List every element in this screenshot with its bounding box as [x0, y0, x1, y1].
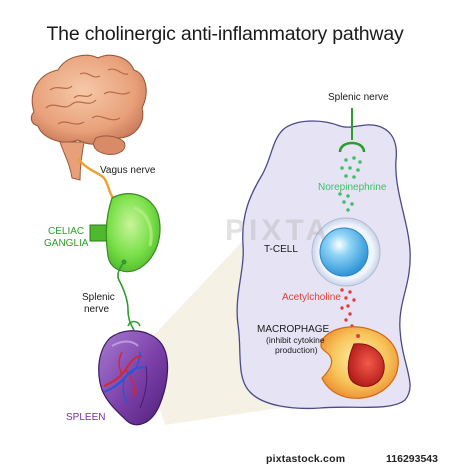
vagus-nerve-line	[77, 157, 119, 204]
celiac-label-line1: CELIAC	[48, 226, 84, 237]
norepinephrine-dots	[338, 156, 362, 212]
stock-logo: pixtastock.com	[266, 449, 346, 469]
macrophage-label-line3: production)	[275, 345, 318, 355]
t-cell-label: T-CELL	[264, 244, 298, 255]
celiac-ganglia	[89, 193, 161, 273]
splenic-nerve-left-label-line1: Splenic	[82, 292, 115, 303]
page-title: The cholinergic anti-inflammatory pathwa…	[46, 23, 404, 45]
image-id: 116293543	[386, 449, 438, 469]
spleen-nerve-ending-icon	[127, 320, 141, 327]
vagus-nerve-label: Vagus nerve	[100, 165, 156, 176]
brain	[30, 54, 147, 181]
celiac-label-line2: GANGLIA	[44, 238, 89, 249]
norepinephrine-label: Norepinephrine	[318, 182, 387, 193]
t-cell	[311, 217, 381, 287]
ganglia-synapse-icon	[121, 259, 127, 265]
splenic-nerve-left-label-line2: nerve	[84, 304, 109, 315]
macrophage	[320, 326, 399, 399]
watermark: PIXTA	[225, 214, 331, 247]
spleen	[98, 330, 169, 426]
macrophage-label-line2: (inhibit cytokine	[266, 335, 325, 345]
splenic-nerve-left-line	[117, 261, 135, 331]
splenic-nerve-terminal	[338, 108, 366, 153]
splenic-nerve-right-label: Splenic nerve	[328, 92, 389, 103]
macrophage-label-line1: MACROPHAGE	[257, 324, 330, 335]
acetylcholine-dots	[340, 288, 356, 328]
acetylcholine-label: Acetylcholine	[282, 292, 341, 303]
spleen-label: SPLEEN	[66, 412, 105, 423]
